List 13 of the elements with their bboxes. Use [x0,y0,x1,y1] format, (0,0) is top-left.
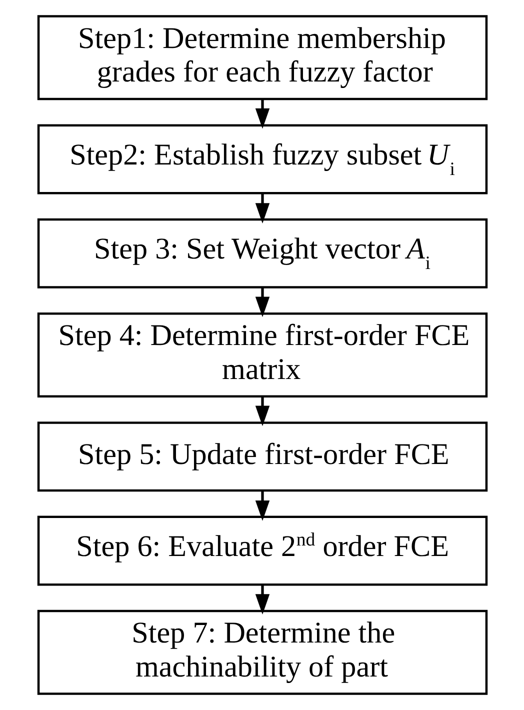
arrow [254,193,270,224]
arrow [254,490,270,521]
node-box: Step1: Determine membership grades for each fuzzy factor [36,15,488,100]
node-box: Step 4: Determine first-order FCE matrix [36,312,488,398]
node-box: Step 3: Set Weight vector A$_{i}$ [36,218,488,288]
node-box: Step 7: Determine the machinability of part [36,610,488,695]
arrow [254,287,270,318]
arrow [254,584,270,614]
node-box: Step2: Establish fuzzy subset U$_{i}$ [36,124,488,194]
arrow [254,99,270,129]
arrow [254,396,270,426]
node-box: Step 6: Evaluate 2$^{nd}$ order FCE [36,516,488,586]
node-box: Step 5: Update first-order FCE [36,422,488,492]
